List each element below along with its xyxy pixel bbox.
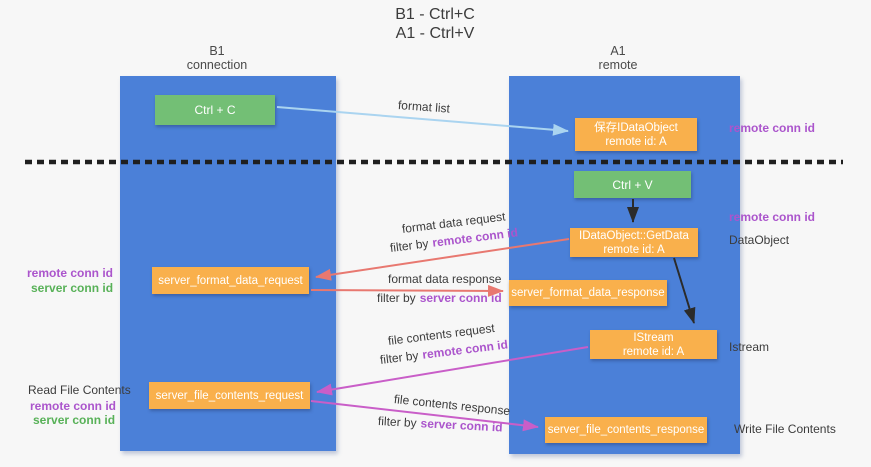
server-format-data-request-label: server_format_data_request <box>158 274 303 287</box>
server-conn-id-filter-text: server conn id <box>419 291 502 305</box>
getdata-node: IDataObject::GetData remote id: A <box>570 228 698 257</box>
save-dataobject-node: 保存IDataObject remote id: A <box>575 118 697 151</box>
server-file-contents-request-label: server_file_contents_request <box>155 389 304 402</box>
title-line-2: A1 - Ctrl+V <box>395 25 475 42</box>
dataobject-annotation: DataObject <box>729 233 790 247</box>
remote-conn-id-annotation-left1: remote conn id <box>27 266 114 280</box>
server-format-data-response-label: server_format_data_response <box>511 287 665 299</box>
remote-conn-id-annotation-left2: remote conn id <box>30 399 117 413</box>
ctrl-c-node: Ctrl + C <box>155 95 275 125</box>
getdata-line2: remote id: A <box>603 243 665 256</box>
ctrl-c-label: Ctrl + C <box>194 103 236 117</box>
server-conn-id-filter-text: server conn id <box>420 416 503 435</box>
left-column-header: B1 connection <box>155 44 279 72</box>
right-column-header: A1 remote <box>556 44 680 72</box>
right-column-name: A1 <box>610 44 626 58</box>
diagram-title: B1 - Ctrl+C A1 - Ctrl+V <box>300 5 570 43</box>
right-column-subtitle: remote <box>598 58 638 72</box>
remote-conn-id-annotation-mid: remote conn id <box>729 210 816 224</box>
save-dataobject-line2: remote id: A <box>605 135 667 148</box>
filter-by-text: filter by <box>377 414 418 431</box>
filter-by-text: filter by <box>379 348 420 367</box>
ctrl-v-node: Ctrl + V <box>574 171 691 198</box>
getdata-line1: IDataObject::GetData <box>579 229 689 242</box>
server-format-data-request-node: server_format_data_request <box>152 267 309 294</box>
server-conn-id-annotation-left1: server conn id <box>31 281 114 295</box>
server-file-contents-request-node: server_file_contents_request <box>149 382 310 409</box>
left-column-name: B1 <box>209 44 225 58</box>
filter-by-text: filter by <box>377 291 416 305</box>
write-file-contents-annotation: Write File Contents <box>734 422 836 436</box>
title-line-1: B1 - Ctrl+C <box>395 6 475 23</box>
format-list-arrow-label: format list <box>397 98 451 116</box>
ctrl-v-label: Ctrl + V <box>612 177 653 192</box>
save-dataobject-line1: 保存IDataObject <box>594 121 678 134</box>
server-file-contents-response-node: server_file_contents_response <box>545 417 707 443</box>
file-contents-response-arrow-label: file contents response <box>393 392 511 419</box>
remote-conn-id-annotation-top: remote conn id <box>729 121 816 135</box>
filter-by-text: filter by <box>389 236 430 255</box>
format-data-response-arrow-label: format data response <box>388 272 502 286</box>
read-file-contents-annotation: Read File Contents <box>28 383 131 397</box>
istream-annotation: Istream <box>729 340 770 354</box>
istream-line1: IStream <box>633 331 674 344</box>
server-file-contents-response-label: server_file_contents_response <box>547 424 705 436</box>
istream-line2: remote id: A <box>622 345 685 358</box>
istream-node: IStream remote id: A <box>590 330 717 359</box>
server-conn-id-annotation-left2: server conn id <box>33 413 116 427</box>
left-column-subtitle: connection <box>186 58 248 72</box>
server-format-data-response-node: server_format_data_response <box>509 280 667 306</box>
